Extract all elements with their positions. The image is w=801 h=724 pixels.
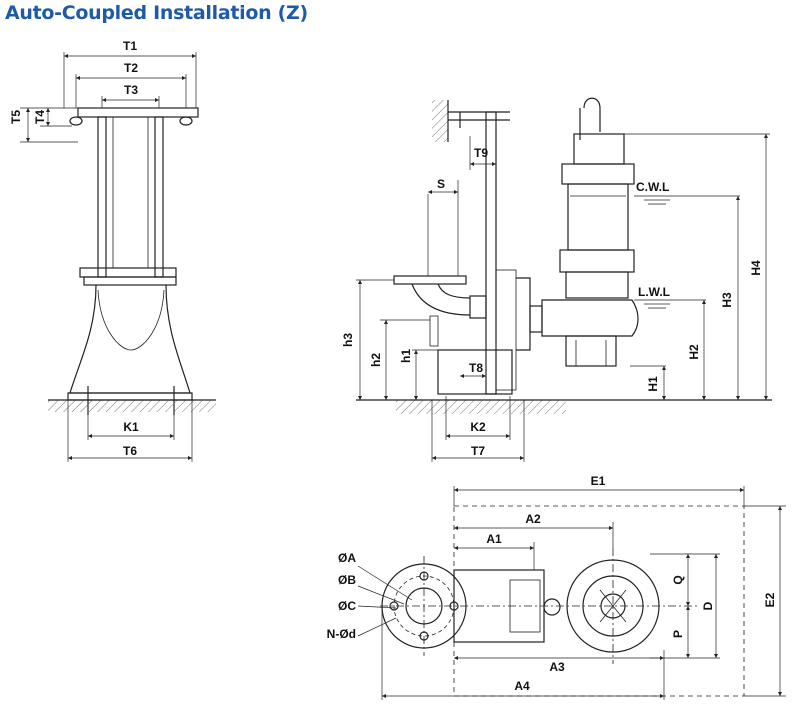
dim-label-t6: T6 [123, 444, 137, 458]
dim-label-a2: A2 [525, 512, 541, 526]
plan-view: E1 A2 A1 A3 A4 Q P D E2 ØA ØB ØC N-Ød [327, 474, 786, 700]
floor-hatch-side [396, 400, 566, 414]
dim-label-a3: A3 [549, 660, 565, 674]
dim-label-d: D [701, 601, 715, 610]
dim-label-h3-small: h3 [341, 333, 355, 347]
dim-label-a1: A1 [486, 532, 502, 546]
guide-pipe-right [154, 116, 164, 278]
pump-body [529, 97, 639, 367]
volute [541, 299, 639, 337]
elbow-body [69, 284, 191, 394]
dim-label-p: P [671, 630, 685, 638]
bracket-plate [77, 107, 199, 118]
dim-label-e1: E1 [591, 474, 606, 488]
coupling-base [437, 349, 513, 395]
dim-label-t2: T2 [124, 61, 138, 75]
dim-label-h1-small: h1 [399, 349, 413, 363]
dim-label-s: S [437, 177, 445, 191]
dim-label-t1: T1 [123, 39, 137, 53]
guide-pipe-left [97, 116, 107, 278]
dim-label-h4: H4 [749, 260, 763, 276]
dim-label-e2: E2 [763, 592, 777, 607]
page-title: Auto-Coupled Installation (Z) [5, 2, 308, 24]
dim-label-q: Q [671, 575, 685, 584]
bolt-hole-left [69, 116, 83, 126]
label-diam-a: ØA [338, 551, 356, 565]
dim-label-t9: T9 [474, 146, 488, 160]
dim-label-h2-small: h2 [369, 353, 383, 367]
lifting-handle [583, 97, 601, 132]
motor-housing [567, 183, 629, 251]
motor-top [573, 133, 625, 165]
dim-label-h3: H3 [720, 292, 734, 308]
dim-label-a4: A4 [514, 679, 530, 693]
wall-hatch [432, 100, 448, 142]
dim-label-k1: K1 [123, 420, 139, 434]
pump-foot [565, 335, 617, 367]
dim-label-h2: H2 [687, 344, 701, 360]
cwl-label: C.W.L [636, 180, 669, 194]
dim-label-t3: T3 [124, 83, 138, 97]
dim-label-t5: T5 [9, 110, 23, 124]
label-diam-c: ØC [338, 599, 356, 613]
side-view: T9 S T8 K2 T7 h3 h2 h1 H1 H2 H3 H4 C.W.L… [341, 97, 772, 462]
label-bolt-holes: N-Ød [327, 627, 356, 641]
discharge-flange-side [393, 275, 467, 285]
bolt-hole-right [179, 116, 193, 126]
label-diam-b: ØB [338, 573, 356, 587]
dim-label-t4: T4 [33, 110, 47, 124]
lwl-label: L.W.L [638, 285, 670, 299]
dim-label-t8: T8 [469, 361, 483, 375]
front-view: T1 T2 T3 T4 T5 K1 T6 [9, 39, 216, 462]
dim-label-k2: K2 [470, 420, 486, 434]
discharge-flange [79, 267, 177, 278]
dim-label-h1: H1 [646, 376, 660, 392]
dim-label-t7: T7 [471, 444, 485, 458]
floor-hatch [48, 400, 216, 412]
